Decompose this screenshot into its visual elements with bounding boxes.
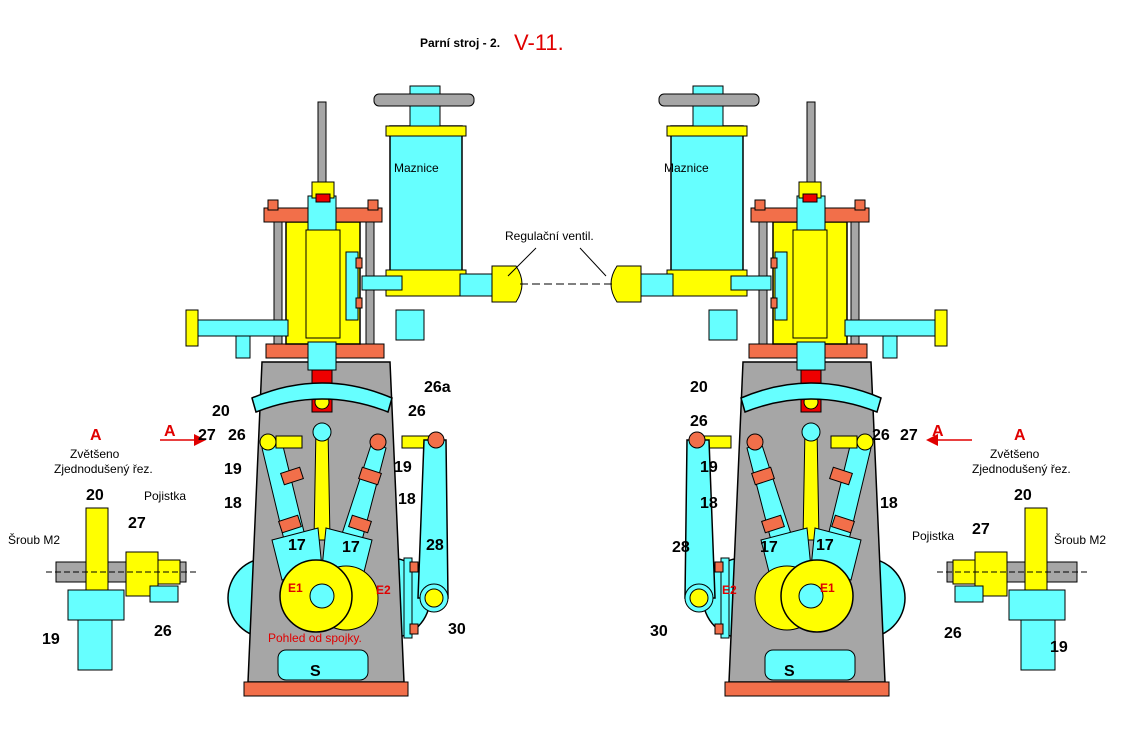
screw-left: Šroub M2: [8, 532, 60, 547]
part-28-left: 28: [426, 537, 444, 554]
enlarged-left: Zvětšeno: [70, 447, 120, 461]
simplified-right: Zjednodušený řez.: [972, 462, 1071, 476]
part-20-left: 20: [212, 403, 230, 420]
part-19-detail-right: 19: [1050, 639, 1068, 656]
part-18-left-b: 18: [398, 491, 416, 508]
part-26-detail-right: 26: [944, 625, 962, 642]
title-code: V-11.: [514, 30, 564, 55]
lubricator-label-right: Maznice: [664, 161, 709, 175]
part-30-right: 30: [650, 623, 668, 640]
section-letter-left: A: [90, 427, 102, 444]
part-30-left: 30: [448, 621, 466, 638]
part-26-right-a: 26: [690, 413, 708, 430]
view-note: Pohled od spojky.: [268, 631, 362, 645]
simplified-left: Zjednodušený řez.: [54, 462, 153, 476]
part-26-left-b: 26: [408, 403, 426, 420]
section-arrow-letter-left: A: [164, 423, 176, 440]
valve-label: Regulační ventil.: [505, 229, 594, 243]
part-17-left-b: 17: [342, 539, 360, 556]
lubricator-label-left: Maznice: [394, 161, 439, 175]
eccentric-1-left: E1: [288, 581, 303, 595]
part-19-right: 19: [700, 459, 718, 476]
part-18-right-a: 18: [700, 495, 718, 512]
part-20-right: 20: [690, 379, 708, 396]
part-27-detail-left: 27: [128, 515, 146, 532]
part-17-left-a: 17: [288, 537, 306, 554]
section-letter-right: A: [1014, 427, 1026, 444]
part-27-right: 27: [900, 427, 918, 444]
part-20-detail-right: 20: [1014, 487, 1032, 504]
frame-letter-right: S: [784, 663, 795, 680]
safety-left: Pojistka: [144, 489, 186, 503]
page-title: Parní stroj - 2. V-11.: [420, 30, 564, 56]
section-arrow-letter-right: A: [932, 423, 944, 440]
section-detail-left: [45, 507, 197, 671]
part-19-detail-left: 19: [42, 631, 60, 648]
part-26-right-b: 26: [872, 427, 890, 444]
engine-left: [185, 85, 523, 697]
engine-right: [610, 85, 948, 697]
part-26a-left: 26a: [424, 379, 451, 396]
part-26-left-a: 26: [228, 427, 246, 444]
part-17-right-a: 17: [760, 539, 778, 556]
eccentric-2-left: E2: [376, 583, 391, 597]
part-20-detail-left: 20: [86, 487, 104, 504]
part-26-detail-left: 26: [154, 623, 172, 640]
part-27-detail-right: 27: [972, 521, 990, 538]
screw-right: Šroub M2: [1054, 532, 1106, 547]
part-18-left-a: 18: [224, 495, 242, 512]
part-18-right-b: 18: [880, 495, 898, 512]
eccentric-1-right: E1: [820, 581, 835, 595]
eccentric-2-right: E2: [722, 583, 737, 597]
frame-letter-left: S: [310, 663, 321, 680]
enlarged-right: Zvětšeno: [990, 447, 1040, 461]
part-27-left: 27: [198, 427, 216, 444]
part-19-left-a: 19: [224, 461, 242, 478]
title-main: Parní stroj - 2.: [420, 36, 501, 50]
part-17-right-b: 17: [816, 537, 834, 554]
safety-right: Pojistka: [912, 529, 954, 543]
part-19-left-b: 19: [394, 459, 412, 476]
part-28-right: 28: [672, 539, 690, 556]
